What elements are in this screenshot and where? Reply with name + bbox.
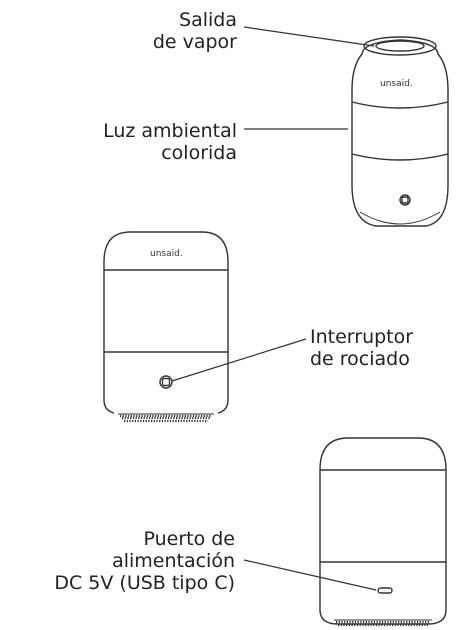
device-back-view	[319, 437, 447, 627]
callout-spray-switch: Interruptor de rociado	[310, 326, 413, 370]
callout-line: Interruptor	[310, 326, 414, 348]
callout-steam-outlet: Salida de vapor	[153, 9, 237, 53]
callout-ambient-light: Luz ambiental colorida	[103, 120, 237, 164]
callout-line: de rociado	[310, 348, 410, 370]
brand-logo-angled: unsaid.	[380, 79, 413, 89]
callout-line: alimentación	[112, 550, 235, 572]
callout-line: Puerto de	[143, 528, 235, 550]
callout-line: Salida	[179, 9, 237, 31]
leader-line-switch	[171, 338, 307, 382]
callout-line: Luz ambiental	[103, 120, 237, 142]
device-front-view: unsaid.	[103, 231, 229, 424]
callout-line: colorida	[161, 142, 237, 164]
leader-line-port	[243, 559, 377, 591]
leader-line-vapor	[243, 26, 375, 47]
callout-power-port: Puerto de alimentación DC 5V (USB tipo C…	[54, 528, 235, 594]
device-angled-view: unsaid.	[351, 36, 449, 227]
callout-line: DC 5V (USB tipo C)	[54, 572, 235, 594]
callout-line: de vapor	[152, 31, 237, 53]
brand-logo-front: unsaid.	[150, 249, 183, 259]
